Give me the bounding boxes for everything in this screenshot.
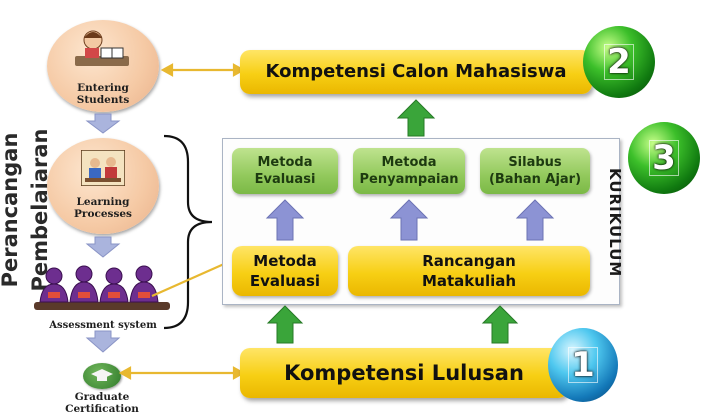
stage-arrows <box>85 113 121 353</box>
green-box-silabus: Silabus (Bahan Ajar) <box>480 148 590 194</box>
entering-students-label-1: Entering <box>77 82 129 94</box>
green-box-1-line-2: Evaluasi <box>254 172 316 187</box>
stage-arrow-3 <box>85 330 121 353</box>
purple-arrow-3 <box>515 199 555 241</box>
student-reading-icon <box>75 30 129 66</box>
green-box-1-line-1: Metoda <box>257 155 313 170</box>
classroom-icon <box>81 150 125 186</box>
bottom-competency-text: Kompetensi Lulusan <box>284 361 524 385</box>
yellow-box-2-line-2: Matakuliah <box>421 272 517 290</box>
top-competency-text: Kompetensi Calon Mahasiswa <box>265 61 567 82</box>
yellow-box-1-line-1: Metoda <box>253 252 317 270</box>
green-box-2-line-1: Metoda <box>381 155 437 170</box>
assessment-group-icon <box>34 265 170 310</box>
learning-processes-label-2: Processes <box>74 208 132 220</box>
step-2-number: 2 <box>604 44 634 80</box>
learning-processes-bubble: Learning Processes <box>47 138 159 234</box>
yellow-box-rancangan-matakuliah: Rancangan Matakuliah <box>348 246 590 296</box>
entering-students-bubble: Entering Students <box>47 20 159 112</box>
kurikulum-label: KURIKULUM <box>606 167 624 278</box>
green-box-3-line-1: Silabus <box>508 155 562 170</box>
entering-students-label-2: Students <box>76 94 130 106</box>
learning-processes-label-1: Learning <box>76 196 130 208</box>
step-3-badge: 3 <box>628 122 700 194</box>
step-2-badge: 2 <box>583 26 655 98</box>
yellow-box-metoda-evaluasi: Metoda Evaluasi <box>232 246 338 296</box>
purple-arrow-1 <box>265 199 305 241</box>
stage-arrow-1 <box>85 113 121 134</box>
yellow-box-2-line-1: Rancangan <box>422 252 516 270</box>
group-brace <box>163 134 213 330</box>
green-up-arrow-left <box>266 305 304 344</box>
graduate-certification-label-2: Certification <box>65 403 139 415</box>
up-arrow-to-top <box>396 99 436 137</box>
green-box-2-line-2: Penyampaian <box>359 172 459 187</box>
stage-arrow-2 <box>85 236 121 258</box>
purple-arrow-2 <box>389 199 429 241</box>
graduation-cap-icon <box>91 369 113 381</box>
graduate-badge <box>83 363 121 389</box>
graduate-certification-label-1: Graduate <box>74 391 130 403</box>
bottom-competency-bar: Kompetensi Lulusan <box>240 348 568 398</box>
assessment-system-label: Assessment system <box>49 320 157 331</box>
green-box-metoda-evaluasi: Metoda Evaluasi <box>232 148 338 194</box>
step-3-number: 3 <box>649 140 679 176</box>
top-competency-bar: Kompetensi Calon Mahasiswa <box>240 50 592 94</box>
green-box-3-line-2: (Bahan Ajar) <box>488 172 582 187</box>
green-box-metoda-penyampaian: Metoda Penyampaian <box>353 148 465 194</box>
step-1-badge: 1 <box>548 328 618 402</box>
yellow-box-1-line-2: Evaluasi <box>249 272 321 290</box>
green-up-arrow-right <box>481 305 519 344</box>
step-1-number: 1 <box>568 347 598 383</box>
